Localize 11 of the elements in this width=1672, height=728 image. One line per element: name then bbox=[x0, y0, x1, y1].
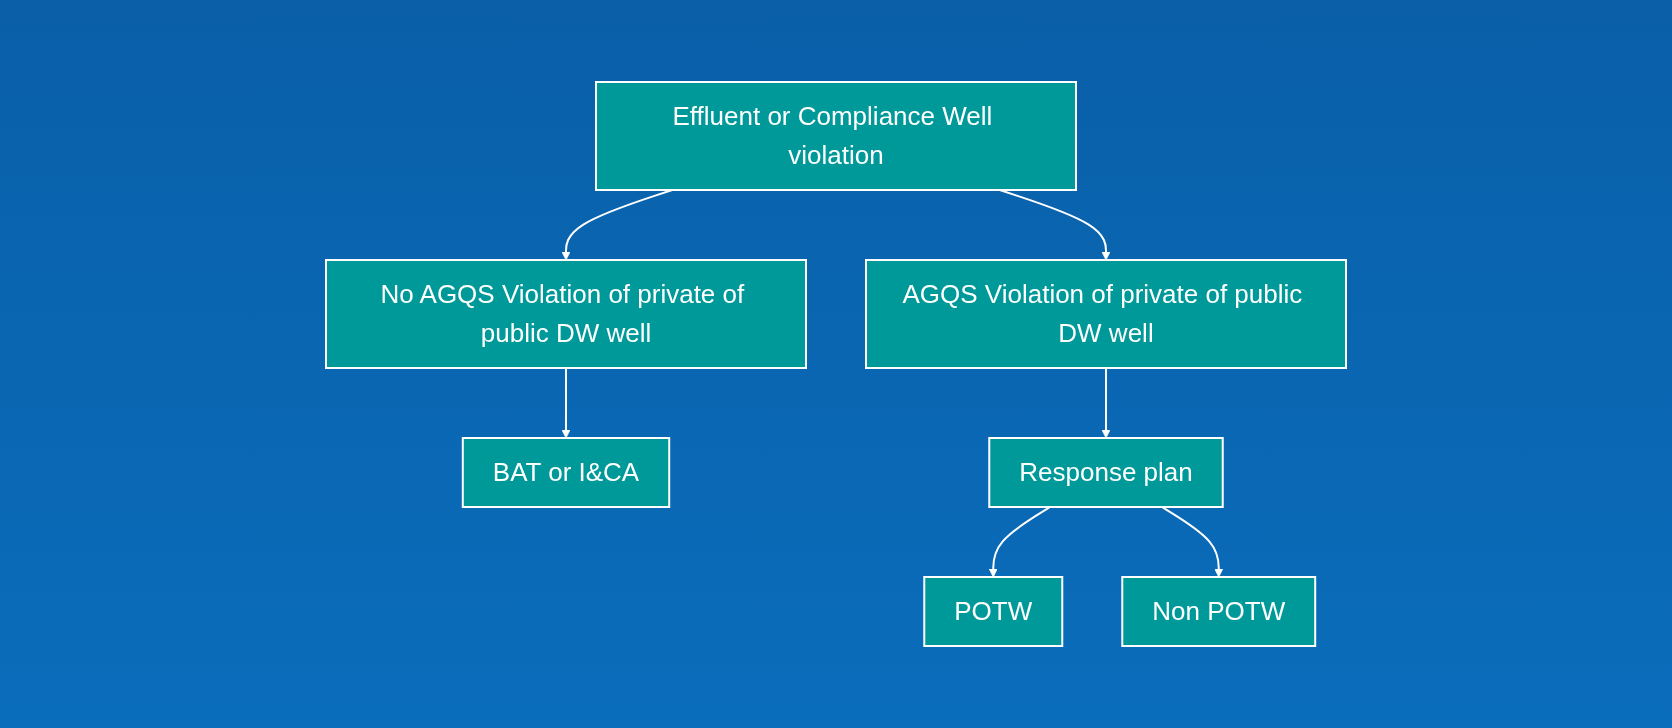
node-box: AGQS Violation of private of public DW well bbox=[865, 259, 1347, 369]
arrow bbox=[988, 506, 1052, 578]
node-box: POTW bbox=[923, 576, 1064, 647]
arrow bbox=[1101, 367, 1111, 439]
node-box: Effluent or Compliance Well violation bbox=[595, 81, 1077, 191]
node-box: Response plan bbox=[988, 437, 1224, 508]
node-box: BAT or I&CA bbox=[461, 437, 671, 508]
node-box: Non POTW bbox=[1121, 576, 1317, 647]
arrow bbox=[1160, 506, 1224, 578]
node-box: No AGQS Violation of private of public DW well bbox=[325, 259, 807, 369]
arrow bbox=[561, 367, 571, 439]
